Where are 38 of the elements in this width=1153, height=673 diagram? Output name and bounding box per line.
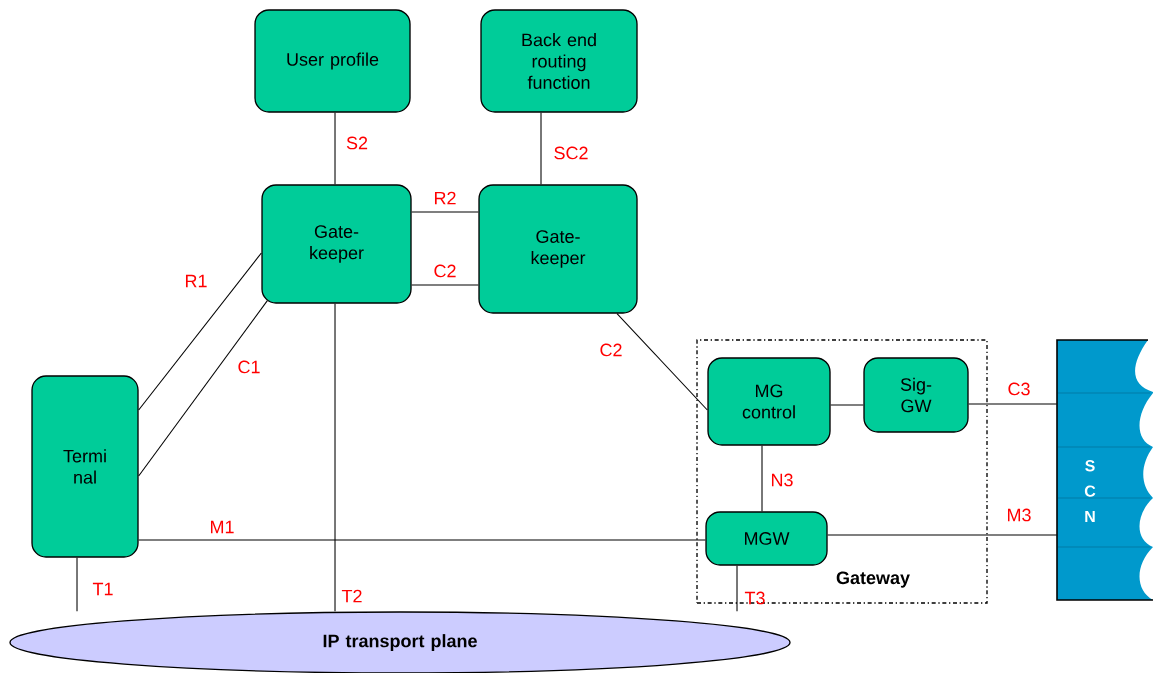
network-block: S C N	[1056, 339, 1153, 601]
connector-line	[138, 300, 268, 477]
edge-label: C2	[600, 343, 622, 357]
process-box: MG control	[707, 357, 831, 446]
process-box: Gate- keeper	[478, 184, 638, 314]
connector-line	[616, 313, 708, 411]
connector-line	[830, 404, 864, 406]
connector-line	[540, 112, 542, 185]
process-box: Gate- keeper	[261, 184, 412, 304]
edge-label: C2	[434, 264, 456, 278]
edge-label: R1	[186, 274, 207, 288]
edge-label: T3	[744, 591, 765, 605]
process-box: Termi nal	[31, 375, 139, 558]
connector-line	[334, 112, 336, 185]
connector-line	[334, 303, 336, 612]
edge-label: M1	[211, 520, 234, 534]
edge-label: SC2	[554, 146, 588, 160]
connector-line	[76, 557, 78, 612]
connector-line	[411, 284, 479, 286]
connector-line	[138, 252, 262, 411]
edge-label: M3	[1008, 508, 1031, 522]
connector-line	[761, 445, 763, 512]
edge-label: S2	[346, 136, 368, 150]
connector-line	[411, 211, 479, 213]
edge-label: C1	[238, 360, 260, 374]
edge-label: C3	[1008, 382, 1030, 396]
process-box: User profile	[254, 9, 411, 113]
process-box: Back end routing function	[480, 9, 638, 113]
edge-label: T1	[92, 582, 113, 596]
edge-label: N3	[772, 473, 793, 487]
connector-line	[968, 403, 1058, 405]
process-box: Sig- GW	[863, 357, 969, 433]
process-box: MGW	[705, 511, 828, 566]
edge-label: T2	[341, 589, 362, 603]
connector-line	[736, 565, 738, 612]
connector-line	[827, 534, 1058, 536]
edge-label: R2	[435, 191, 456, 205]
connector-line	[138, 539, 706, 541]
